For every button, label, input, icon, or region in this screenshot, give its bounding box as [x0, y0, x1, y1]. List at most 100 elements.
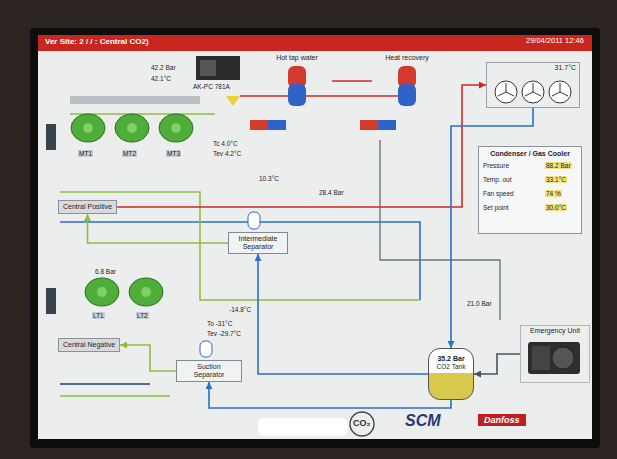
separator-box: Intermediate Separator: [228, 232, 288, 254]
server-icons: [46, 124, 56, 150]
compressor-symbol: [71, 114, 105, 142]
separator-vessel: [200, 341, 212, 357]
value-label: 88.2 Bar: [545, 162, 572, 169]
condensing-unit: [532, 346, 550, 370]
pipe-connector: [258, 254, 428, 374]
value-label: 33.1°C: [545, 176, 567, 183]
co2-logo-ring: [350, 412, 374, 436]
screen-ground: [38, 51, 592, 439]
compressor-symbol: [129, 278, 163, 306]
value-label: Set point: [482, 204, 510, 211]
receiver-tank: 35.2 BarCO2 Tank: [428, 348, 474, 400]
value-label: 29/04/2011 12:46: [525, 37, 585, 46]
value-label: 6.8 Bar: [94, 268, 117, 275]
node-text: Condenser / Gas Cooler: [483, 150, 577, 158]
heat-exchanger: [378, 120, 396, 130]
separator-box: Suction Separator: [176, 360, 242, 382]
value-label: 10.3°C: [258, 175, 280, 182]
value-label: Temp. out: [482, 176, 513, 183]
fan-symbol: [498, 83, 568, 96]
value-label: LT1: [92, 312, 105, 319]
rack-header: [70, 96, 200, 104]
condensing-unit: [528, 342, 580, 374]
tank-box: Heat recovery: [372, 52, 442, 110]
value-label: Fan speed: [482, 190, 515, 197]
value-label: Tev 4.2°C: [212, 150, 242, 157]
node-text: Central Negative: [63, 341, 115, 349]
compressor-symbol: [141, 287, 151, 297]
brand-logo: CO₂: [352, 418, 372, 428]
compressor-symbol: [83, 123, 93, 133]
value-label: LT2: [136, 312, 149, 319]
compressor-symbol: [159, 114, 193, 142]
heat-exchanger: [268, 120, 286, 130]
value-label: 42.1°C: [150, 75, 172, 82]
fan-symbol: [495, 81, 571, 103]
node-text: Suction Separator: [181, 363, 237, 379]
water-tank: [288, 66, 416, 106]
controller-unit: [196, 56, 240, 80]
controller-unit: [200, 60, 216, 76]
node-text: Central Positive: [63, 203, 112, 211]
node-text: CO2 Tank: [431, 363, 471, 370]
compressor-symbol: [85, 278, 119, 306]
value-label: 42.2 Bar: [150, 64, 177, 71]
value-label: MT3: [166, 150, 181, 157]
water-tank: [398, 84, 416, 106]
value-label: MT2: [122, 150, 137, 157]
pipe-connector: [474, 354, 520, 374]
filter-symbol: [226, 96, 240, 106]
node-text: Emergency Unit: [524, 327, 586, 335]
water-tank: [288, 84, 306, 106]
value-label: 30.0°C: [545, 204, 567, 211]
screen-glare: [258, 418, 348, 436]
compressor-symbol: [97, 287, 107, 297]
title-bar: [38, 35, 592, 51]
compressor-symbol: [127, 123, 137, 133]
unit-box: Emergency Unit: [520, 325, 590, 383]
condensing-unit: [552, 347, 574, 369]
value-label: Pressure: [482, 162, 510, 169]
separator-vessel: [248, 212, 260, 229]
value-label: 28.4 Bar: [318, 189, 345, 196]
gas-cooler-box: 31.7°C: [486, 62, 580, 108]
heat-exchanger: [250, 120, 268, 130]
pipe-connector: [209, 382, 451, 408]
rack-box: Central Negative: [58, 338, 120, 352]
compressor-symbol: [171, 123, 181, 133]
pipe-connector: [120, 345, 176, 371]
node-text: 31.7°C: [490, 64, 576, 72]
controller-unit: [196, 56, 240, 80]
rack-box: Central Positive: [58, 200, 117, 214]
pipe-lines: [306, 95, 398, 97]
heat-exchanger: [250, 120, 396, 130]
tank-box: Hot tap water: [262, 52, 332, 110]
pipe-connector: [332, 80, 372, 82]
brand-logo: Danfoss: [478, 414, 526, 426]
value-label: To -31°C: [206, 320, 233, 327]
screen-bezel: [30, 28, 600, 448]
server-icons: [46, 124, 56, 314]
value-label: Tc 4.0°C: [212, 140, 239, 147]
condensing-unit: [528, 342, 580, 374]
heat-exchanger: [360, 120, 378, 130]
compressor-symbol: [115, 114, 149, 142]
node-text: 35.2 Bar: [431, 355, 471, 363]
value-label: Tev -29.7°C: [206, 330, 242, 337]
value-label: AK-PC 781A: [192, 83, 231, 90]
pipe-connector: [117, 85, 486, 207]
brand-logo: SCM: [404, 412, 442, 430]
node-text: Hot tap water: [265, 54, 329, 62]
value-label: -14.8°C: [228, 306, 252, 313]
pipe-connector: [88, 214, 229, 243]
value-label: MT1: [78, 150, 93, 157]
screen-title: Ver Site: 2 / / : Central CO2): [44, 37, 150, 46]
pipe-lines: [60, 395, 170, 397]
value-label: 21.0 Bar: [466, 300, 493, 307]
pipe-lines: [240, 95, 288, 97]
value-label: 74 %: [545, 190, 562, 197]
node-text: Intermediate Separator: [233, 235, 283, 251]
node-text: Heat recovery: [375, 54, 439, 62]
